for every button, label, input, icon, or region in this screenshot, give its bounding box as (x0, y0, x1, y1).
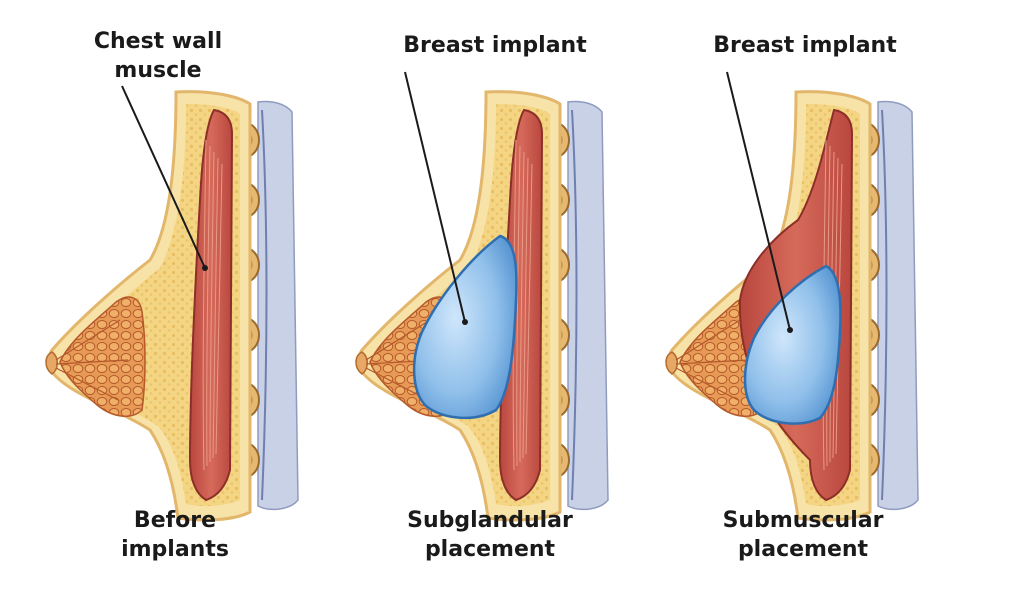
bottom-label-line: Submuscular (723, 508, 884, 533)
muscle-fibre (202, 139, 207, 471)
milk-duct (55, 319, 121, 361)
breast-implant (412, 234, 518, 420)
top-label-line: Breast implant (403, 33, 587, 58)
leader-line (404, 71, 466, 323)
top-label-line: muscle (114, 58, 201, 83)
leader-line (121, 85, 206, 269)
muscle-fibre (525, 163, 533, 455)
mammary-gland (59, 296, 146, 417)
milk-duct (675, 359, 749, 365)
panel-2 (355, 90, 609, 522)
breast-implant (743, 264, 842, 425)
leader-dot (202, 265, 208, 271)
nipple (665, 351, 678, 375)
bottom-label-line: Subglandular (407, 508, 573, 533)
bottom-label-line: implants (121, 537, 229, 562)
muscle-fibre (519, 151, 525, 463)
milk-duct (55, 359, 129, 365)
leader-dot (787, 327, 793, 333)
rib-cage-band (567, 100, 609, 511)
muscle-fibre (522, 157, 529, 459)
bottom-label-line: placement (738, 537, 869, 562)
muscle-fibre (209, 151, 215, 463)
muscle-fibre (212, 157, 219, 459)
milk-duct (365, 319, 431, 361)
top-label-line: Chest wall (94, 29, 222, 54)
bottom-label-line: placement (425, 537, 556, 562)
pleura-line (881, 109, 888, 501)
pleura-line (571, 109, 578, 501)
milk-duct (675, 367, 739, 401)
panel-3 (665, 90, 919, 522)
top-label-line: Breast implant (713, 33, 897, 58)
muscle-fibre (516, 145, 521, 467)
pleura-line (261, 109, 268, 501)
nipple (355, 351, 368, 375)
milk-duct (675, 319, 741, 361)
leader-dot (462, 319, 468, 325)
rib-cage-band (877, 100, 919, 511)
muscle-fibre (215, 163, 223, 455)
muscle-fibre (206, 145, 211, 467)
bottom-label-line: Before (134, 508, 216, 533)
panel-1 (45, 90, 299, 522)
nipple (45, 351, 58, 375)
leader-line (726, 71, 791, 331)
rib-cage-band (257, 100, 299, 511)
milk-duct (55, 367, 119, 401)
